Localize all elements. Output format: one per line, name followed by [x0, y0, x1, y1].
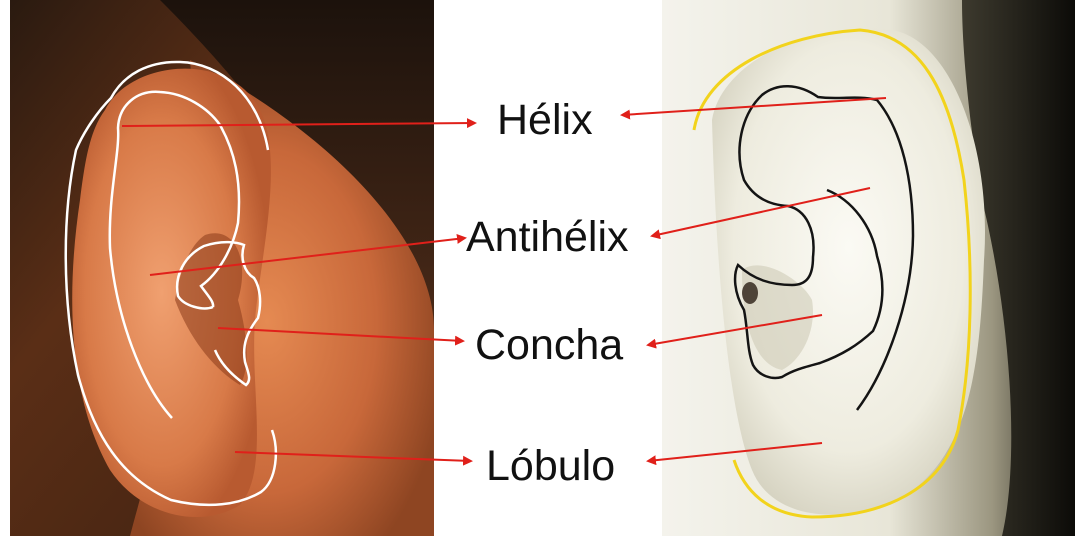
ear-canal [742, 282, 758, 304]
label-concha: Concha [475, 324, 623, 367]
label-lobulo: Lóbulo [486, 445, 615, 488]
left-ear-illustration [10, 0, 434, 536]
left-ear-photo [10, 0, 434, 536]
left-ear-shape [72, 69, 271, 517]
right-ear-illustration [662, 0, 1075, 536]
label-helix: Hélix [497, 99, 593, 142]
label-antihelix: Antihélix [466, 216, 629, 259]
right-ear-photo [662, 0, 1075, 536]
